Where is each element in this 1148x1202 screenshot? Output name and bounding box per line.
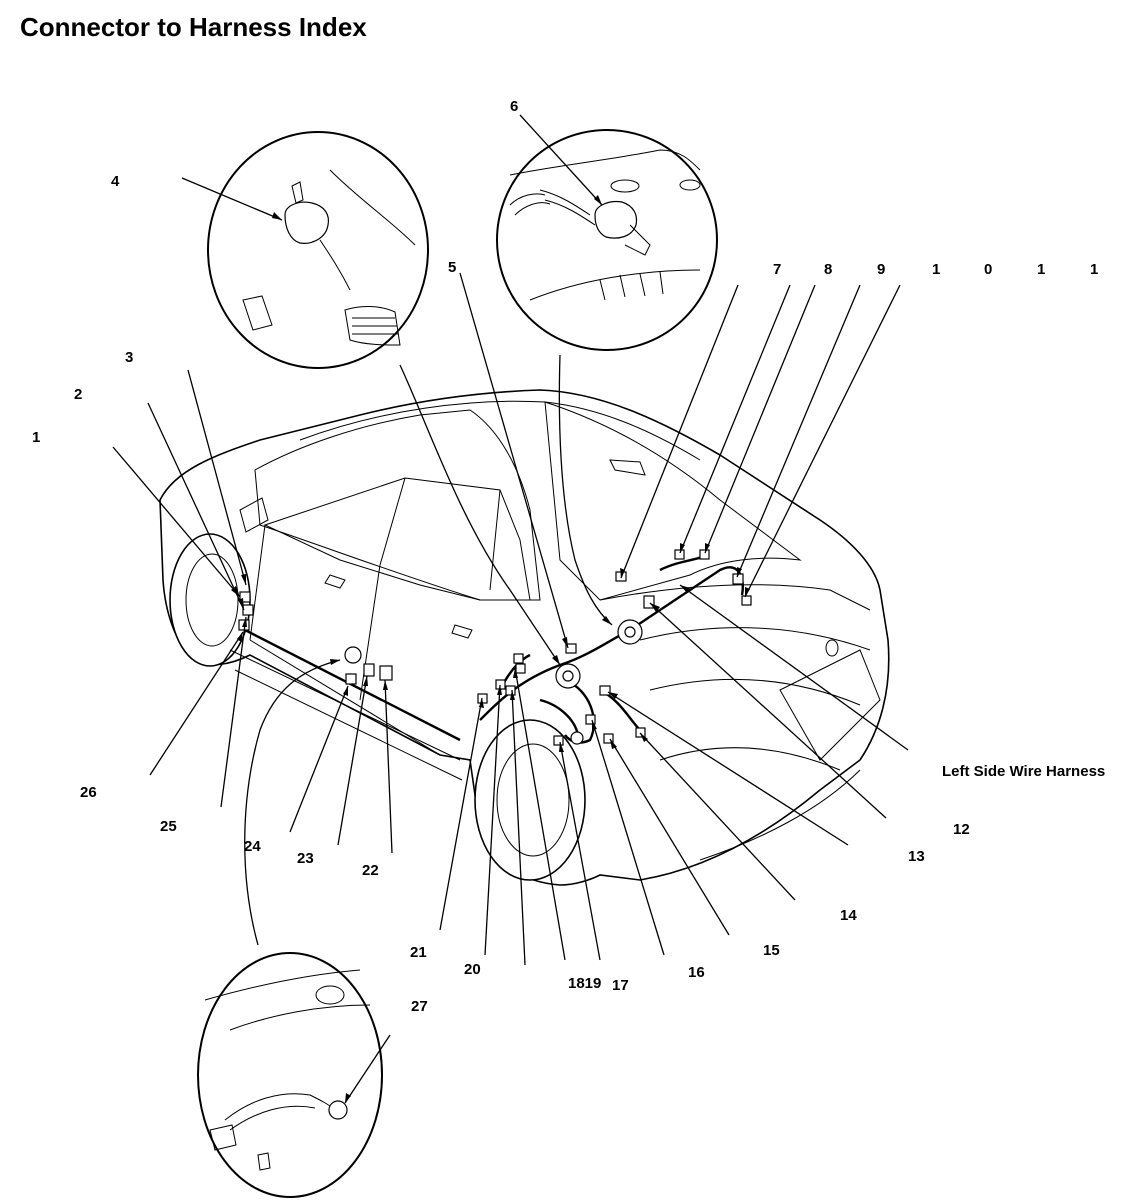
callout-8: 8	[824, 261, 832, 278]
arrowheads	[231, 195, 750, 1103]
callout-5: 5	[448, 259, 456, 276]
callout-17: 17	[612, 977, 629, 994]
callout-11-digit-1: 1	[1037, 261, 1045, 278]
callout-16: 16	[688, 964, 705, 981]
callout-4: 4	[111, 173, 120, 190]
callout-15: 15	[763, 942, 780, 959]
leader-lines	[112, 114, 909, 1104]
callout-24: 24	[244, 838, 261, 855]
callout-14: 14	[840, 907, 857, 924]
detail-circle-ground-front	[207, 131, 429, 369]
callout-9: 9	[877, 261, 885, 278]
callout-2: 2	[74, 386, 82, 403]
callout-labels: 1 2 3 4 5 6 7 8 9 1 0 1 1 12 13 14 15 16…	[32, 98, 1105, 1015]
callout-27: 27	[411, 998, 428, 1015]
callout-11-digit-2: 1	[1090, 261, 1098, 278]
callout-21: 21	[410, 944, 427, 961]
callout-18-19: 1819	[568, 975, 601, 992]
page-title: Connector to Harness Index	[20, 12, 367, 42]
callout-1: 1	[32, 429, 40, 446]
callout-13: 13	[908, 848, 925, 865]
callout-6: 6	[510, 98, 518, 115]
callout-20: 20	[464, 961, 481, 978]
callout-12: 12	[953, 821, 970, 838]
callout-22: 22	[362, 862, 379, 879]
detail-circle-ground-floor	[197, 952, 383, 1198]
callout-7: 7	[773, 261, 781, 278]
callout-10-digit-2: 0	[984, 261, 992, 278]
harness-label: Left Side Wire Harness	[942, 763, 1105, 780]
callout-10-digit-1: 1	[932, 261, 940, 278]
callout-23: 23	[297, 850, 314, 867]
car-illustration	[159, 389, 890, 886]
detail-circle-ground-rear	[496, 129, 718, 351]
callout-26: 26	[80, 784, 97, 801]
callout-3: 3	[125, 349, 133, 366]
callout-25: 25	[160, 818, 177, 835]
